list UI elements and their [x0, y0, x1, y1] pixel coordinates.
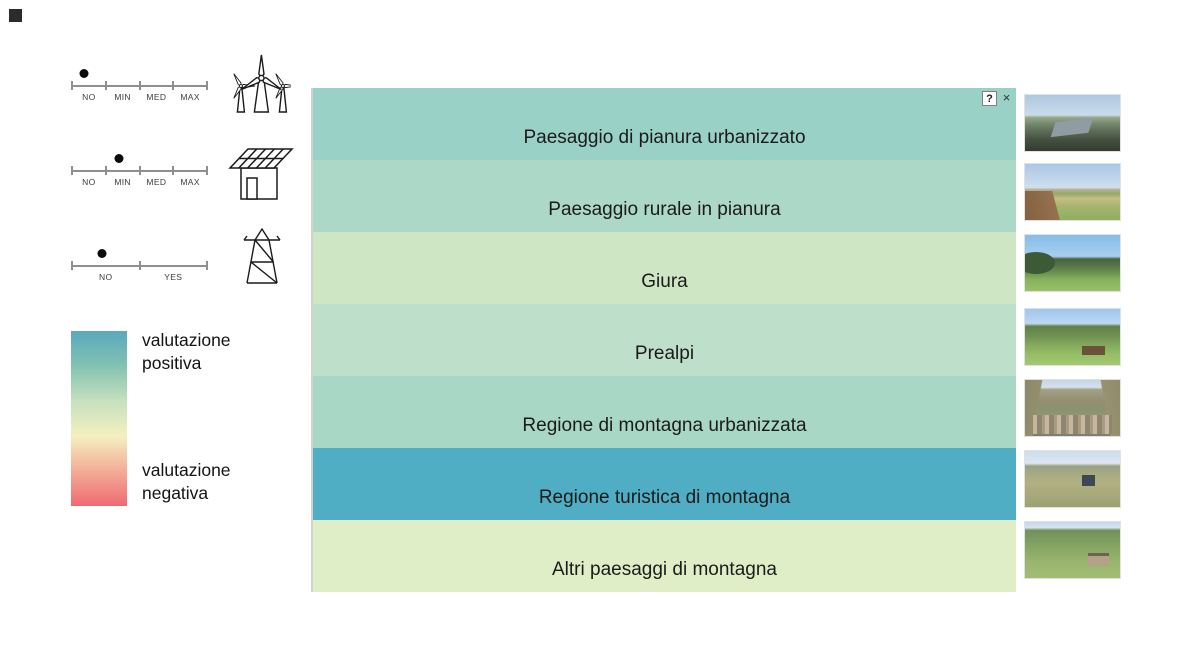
scale-tick	[71, 261, 73, 270]
region-band-altri-paesaggi-di-montagna[interactable]: Altri paesaggi di montagna	[313, 520, 1016, 592]
scale-tick	[138, 81, 141, 90]
wind-energy-scale[interactable]: NO MIN MED MAX	[71, 65, 208, 107]
power-line-scale-labels: NO YES	[72, 272, 207, 282]
landscape-photo-urbanized-mountain[interactable]	[1024, 379, 1121, 437]
tick-label: MAX	[180, 177, 200, 187]
landscape-photo-jura[interactable]	[1024, 234, 1121, 292]
region-band-regione-turistica-di-montagna[interactable]: Regione turistica di montagna	[313, 448, 1016, 520]
power-line-scale-dot[interactable]	[97, 249, 107, 258]
scale-tick	[206, 166, 208, 175]
landscape-photo-rural-plain[interactable]	[1024, 163, 1121, 221]
scale-tick	[71, 166, 73, 175]
region-band-giura[interactable]: Giura	[313, 232, 1016, 304]
scale-tick	[104, 81, 107, 90]
tick-label: MED	[146, 177, 167, 187]
region-band-stack: Paesaggio di pianura urbanizzato Paesagg…	[311, 88, 1016, 592]
tick-label: NO	[82, 177, 96, 187]
legend-positive-label: valutazione positiva	[142, 330, 231, 374]
wind-scale-dot[interactable]	[79, 69, 89, 78]
legend-negative-label: valutazione negativa	[142, 460, 231, 504]
help-button[interactable]: ?	[982, 91, 997, 106]
scale-tick	[138, 261, 141, 270]
corner-mark	[9, 9, 22, 22]
landscape-photo-prealps[interactable]	[1024, 308, 1121, 366]
tick-label: YES	[164, 272, 183, 282]
solar-scale-labels: NO MIN MED MAX	[72, 177, 207, 187]
solar-energy-scale[interactable]: NO MIN MED MAX	[71, 150, 208, 192]
wind-scale-labels: NO MIN MED MAX	[72, 92, 207, 102]
scale-tick	[206, 81, 208, 90]
power-line-scale-track[interactable]	[71, 261, 208, 270]
wind-turbines-icon	[231, 49, 291, 113]
close-icon[interactable]: ×	[1002, 90, 1011, 105]
region-band-regione-di-montagna-urbanizzata[interactable]: Regione di montagna urbanizzata	[313, 376, 1016, 448]
tick-label: MIN	[114, 177, 131, 187]
region-band-paesaggio-di-pianura-urbanizzato[interactable]: Paesaggio di pianura urbanizzato	[313, 88, 1016, 160]
scale-tick	[71, 81, 73, 90]
landscape-photo-urbanized-plain[interactable]	[1024, 94, 1121, 152]
landscape-photo-tourist-mountain[interactable]	[1024, 450, 1121, 508]
evaluation-gradient-bar	[71, 331, 127, 506]
wind-scale-track[interactable]	[71, 81, 208, 90]
tick-label: MAX	[180, 92, 200, 102]
pylon-icon	[241, 227, 283, 285]
scale-tick	[172, 81, 175, 90]
region-band-prealpi[interactable]: Prealpi	[313, 304, 1016, 376]
tick-label: NO	[99, 272, 113, 282]
scale-tick	[206, 261, 208, 270]
solar-house-icon	[227, 146, 295, 200]
tick-label: MED	[146, 92, 167, 102]
solar-scale-track[interactable]	[71, 166, 208, 175]
scale-tick	[138, 166, 141, 175]
tick-label: NO	[82, 92, 96, 102]
scale-tick	[172, 166, 175, 175]
solar-scale-dot[interactable]	[114, 154, 124, 163]
region-band-paesaggio-rurale-in-pianura[interactable]: Paesaggio rurale in pianura	[313, 160, 1016, 232]
scale-tick	[104, 166, 107, 175]
power-line-scale[interactable]: NO YES	[71, 245, 208, 287]
tick-label: MIN	[114, 92, 131, 102]
landscape-photo-other-mountain[interactable]	[1024, 521, 1121, 579]
